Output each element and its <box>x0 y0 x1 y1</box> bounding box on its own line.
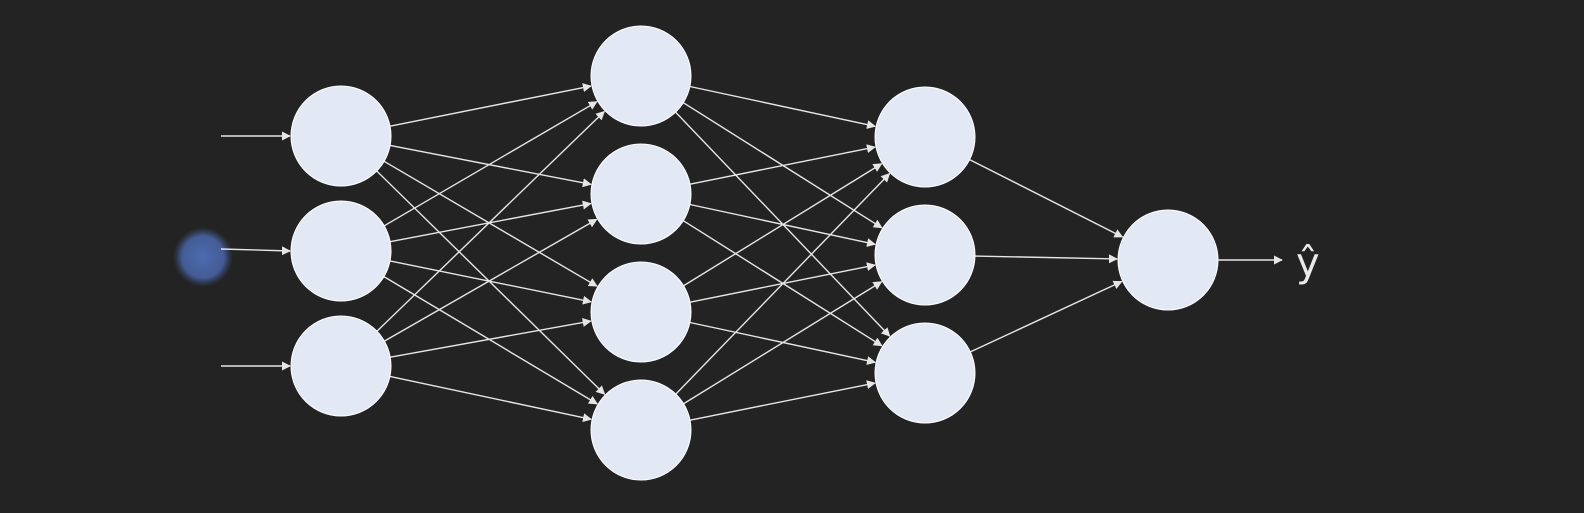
neuron-hidden1-3 <box>590 379 692 481</box>
edge-input-0-to-hidden1-2 <box>383 160 598 287</box>
cursor-highlight <box>173 227 233 287</box>
neurons-group <box>290 25 1219 481</box>
edge-input-2-to-hidden1-2 <box>390 318 592 358</box>
edge-input-1-to-hidden1-3 <box>383 276 598 405</box>
neuron-hidden2-1 <box>874 204 976 306</box>
output-label-y-hat: ŷ <box>1296 240 1320 286</box>
edge-hidden1-0-to-hidden2-0 <box>689 85 877 129</box>
edge-hidden2-0-to-output-0 <box>969 158 1124 238</box>
edge-hidden2-2-to-output-0 <box>970 280 1123 353</box>
edge-hidden1-1-to-hidden2-0 <box>689 144 876 185</box>
neuron-hidden2-2 <box>874 322 976 424</box>
neuron-hidden1-0 <box>590 25 692 127</box>
neuron-input-0 <box>290 85 392 187</box>
edge-input-0-to-hidden1-3 <box>376 170 606 395</box>
edge-hidden1-3-to-hidden2-0 <box>675 172 891 395</box>
neuron-input-2 <box>290 315 392 417</box>
edge-input-2-to-hidden1-3 <box>389 375 593 423</box>
io-group: ŷ <box>173 131 1320 371</box>
edge-input-2-to-hidden1-0 <box>376 110 605 332</box>
connections-group <box>376 83 1124 423</box>
edge-hidden1-3-to-hidden2-2 <box>689 380 876 421</box>
edge-hidden2-1-to-output-0 <box>974 254 1118 264</box>
neuron-hidden1-1 <box>590 143 692 245</box>
edge-input-0-to-hidden1-0 <box>389 83 592 127</box>
neuron-hidden1-2 <box>590 261 692 363</box>
edge-input-1-to-hidden1-0 <box>383 101 598 227</box>
edge-hidden1-2-to-hidden2-0 <box>683 163 883 287</box>
neuron-hidden2-0 <box>874 86 976 188</box>
neuron-input-1 <box>290 200 392 302</box>
edge-hidden1-3-to-hidden2-1 <box>683 281 883 405</box>
neuron-output-0 <box>1117 209 1219 311</box>
edge-input-1-to-hidden1-2 <box>389 260 592 305</box>
edge-input-0-to-hidden1-1 <box>389 144 592 188</box>
edge-input-2-to-hidden1-1 <box>384 218 598 342</box>
edge-input-1-to-hidden1-1 <box>389 200 592 243</box>
input-arrow-1 <box>220 246 291 256</box>
